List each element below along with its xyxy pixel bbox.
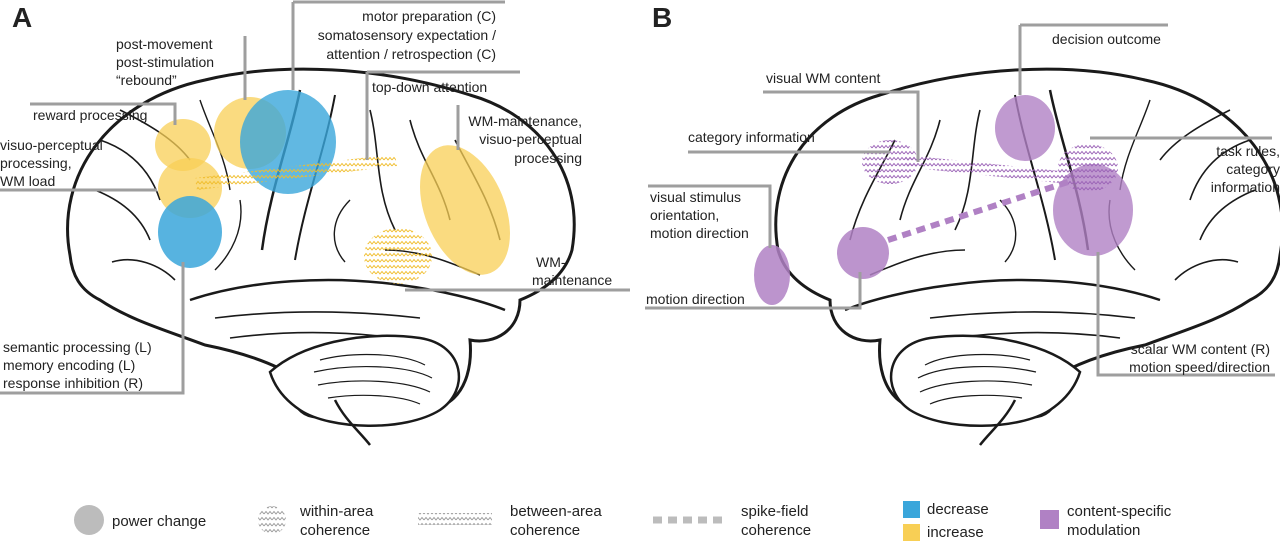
legend-decrease-swatch bbox=[903, 501, 920, 518]
label-line: WM- bbox=[536, 254, 566, 270]
label-line: memory encoding (L) bbox=[3, 357, 135, 373]
label-decision-outcome: decision outcome bbox=[1052, 31, 1161, 47]
label-line: visuo-perceptual bbox=[0, 137, 103, 153]
legend-increase-label: increase bbox=[927, 524, 984, 541]
label-line: top-down attention bbox=[372, 79, 487, 95]
label-line: “rebound” bbox=[116, 72, 177, 88]
label-wm-maintenance-visuo: WM-maintenance, visuo-perceptual process… bbox=[468, 113, 582, 166]
label-wm-maintenance: WM- maintenance bbox=[532, 254, 612, 288]
label-line: motion direction bbox=[650, 225, 749, 241]
content-visual-stim-region bbox=[837, 227, 889, 279]
increase-wm-region bbox=[420, 145, 510, 275]
label-post-movement: post-movement post-stimulation “rebound” bbox=[116, 36, 214, 88]
within-area-coherence-region-a bbox=[364, 228, 432, 284]
label-top-down-attention: top-down attention bbox=[372, 79, 487, 95]
label-task-rules: task rules, category information bbox=[1211, 143, 1280, 195]
panel-a-letter: A bbox=[12, 2, 32, 33]
label-line: somatosensory expectation / bbox=[318, 27, 496, 43]
label-line: WM-maintenance, bbox=[468, 113, 582, 129]
decrease-semantic-region bbox=[158, 196, 222, 268]
label-line: post-stimulation bbox=[116, 54, 214, 70]
between-area-coherence-b bbox=[904, 155, 1070, 184]
leader-lines-b bbox=[645, 23, 1275, 377]
panel-b-letter: B bbox=[652, 2, 672, 33]
label-line: task rules, bbox=[1216, 143, 1280, 159]
increase-reward-region bbox=[155, 119, 211, 171]
legend-content-specific-label-2: modulation bbox=[1067, 522, 1140, 539]
label-line: semantic processing (L) bbox=[3, 339, 152, 355]
label-line: post-movement bbox=[116, 36, 213, 52]
legend-within-area-label: within-area bbox=[299, 503, 374, 520]
label-visuo-wm-load: visuo-perceptual processing, WM load bbox=[0, 137, 103, 189]
label-category-information: category information bbox=[688, 129, 815, 145]
legend-power-change-label: power change bbox=[112, 513, 206, 530]
label-line: processing, bbox=[0, 155, 72, 171]
label-line: attention / retrospection (C) bbox=[326, 46, 496, 62]
legend-power-change-swatch bbox=[74, 505, 104, 535]
label-scalar-wm-content: scalar WM content (R) motion speed/direc… bbox=[1129, 341, 1270, 375]
legend-between-area-label-2: coherence bbox=[510, 522, 580, 539]
label-line: response inhibition (R) bbox=[3, 375, 143, 391]
legend-between-area-label: between-area bbox=[510, 503, 602, 520]
label-motion-direction: motion direction bbox=[646, 291, 745, 307]
content-decision-region bbox=[995, 95, 1055, 161]
between-area-coherence-a bbox=[195, 154, 397, 190]
label-line: scalar WM content (R) bbox=[1131, 341, 1270, 357]
legend: power change within-area coherence betwe… bbox=[74, 501, 1172, 541]
legend-decrease-label: decrease bbox=[927, 501, 989, 518]
legend-within-area-label-2: coherence bbox=[300, 522, 370, 539]
label-visual-wm-content: visual WM content bbox=[766, 70, 880, 86]
label-line: visuo-perceptual bbox=[479, 131, 582, 147]
legend-spike-field-label-2: coherence bbox=[741, 522, 811, 539]
legend-content-specific-swatch bbox=[1040, 510, 1059, 529]
leader-lines-a bbox=[0, 0, 630, 395]
label-line: WM load bbox=[0, 173, 55, 189]
legend-within-area-swatch bbox=[258, 506, 286, 534]
label-reward-processing: reward processing bbox=[33, 107, 147, 123]
label-motor-preparation: motor preparation (C) somatosensory expe… bbox=[318, 8, 496, 62]
label-line: motor preparation (C) bbox=[362, 8, 496, 24]
legend-spike-field-label: spike-field bbox=[741, 503, 809, 520]
label-line: visual WM content bbox=[766, 70, 880, 86]
panel-a: A post-movement post-stimulation bbox=[0, 0, 630, 447]
label-line: decision outcome bbox=[1052, 31, 1161, 47]
label-line: motion direction bbox=[646, 291, 745, 307]
legend-content-specific-label: content-specific bbox=[1067, 503, 1172, 520]
label-line: information bbox=[1211, 179, 1280, 195]
label-semantic-processing: semantic processing (L) memory encoding … bbox=[3, 339, 152, 391]
within-area-coherence-region-b2 bbox=[1058, 144, 1118, 192]
label-line: processing bbox=[514, 150, 582, 166]
legend-increase-swatch bbox=[903, 524, 920, 541]
legend-between-area-swatch bbox=[418, 513, 492, 525]
content-motion-region bbox=[754, 245, 790, 305]
label-line: category bbox=[1226, 161, 1280, 177]
label-line: category information bbox=[688, 129, 815, 145]
label-line: orientation, bbox=[650, 207, 719, 223]
panel-b: B decision outcome visu bbox=[645, 2, 1280, 447]
label-line: visual stimulus bbox=[650, 189, 741, 205]
spike-field-coherence-b bbox=[887, 179, 1069, 243]
label-line: reward processing bbox=[33, 107, 147, 123]
label-line: motion speed/direction bbox=[1129, 359, 1270, 375]
label-visual-stimulus: visual stimulus orientation, motion dire… bbox=[650, 189, 749, 241]
label-line: maintenance bbox=[532, 272, 612, 288]
